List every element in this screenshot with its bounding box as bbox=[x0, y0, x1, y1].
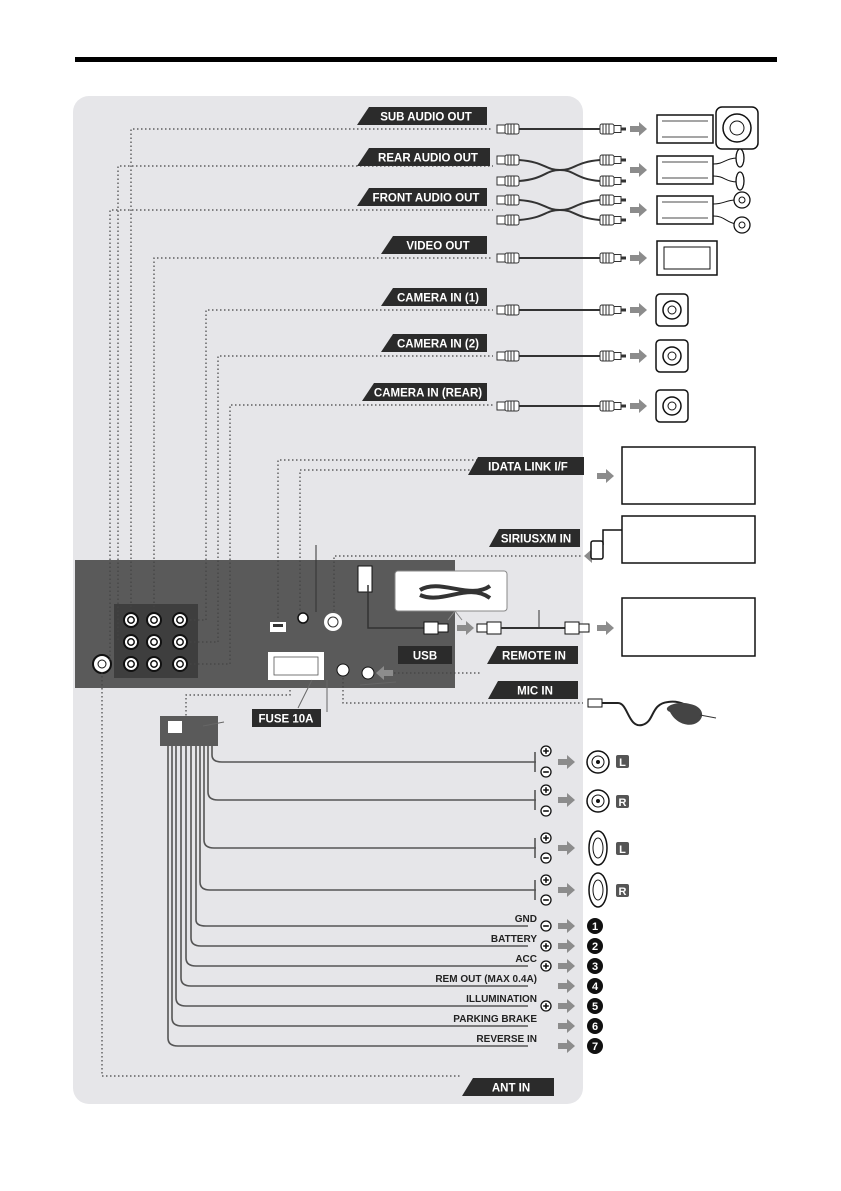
tag-label: IDATA LINK I/F bbox=[488, 462, 568, 474]
camera-icon bbox=[656, 294, 688, 326]
tag-front-audio-out: FRONT AUDIO OUT bbox=[357, 188, 487, 206]
numbered-badges: 1 2 3 4 5 6 7 bbox=[587, 918, 603, 1054]
adapter-box-icon bbox=[622, 516, 755, 563]
tag-ant-in: ANT IN bbox=[462, 1078, 554, 1096]
tag-video-out: VIDEO OUT bbox=[381, 236, 487, 254]
tag-label: CAMERA IN (1) bbox=[397, 293, 479, 305]
channel-badge-rear-r: R bbox=[619, 886, 627, 898]
ground-terminal bbox=[298, 613, 308, 623]
wire-label-gnd: GND bbox=[515, 914, 537, 925]
subwoofer-amp-icon bbox=[657, 107, 758, 149]
channel-badge-front-r: R bbox=[619, 797, 627, 809]
channel-badges: L R L R bbox=[616, 755, 629, 898]
badge-2: 2 bbox=[592, 941, 598, 953]
channel-badge-rear-l: L bbox=[619, 844, 626, 856]
tag-label: USB bbox=[413, 651, 437, 663]
speaker-icon bbox=[587, 751, 609, 907]
tag-siriusxm-in: SIRIUSXM IN bbox=[489, 529, 580, 547]
badge-7: 7 bbox=[592, 1041, 598, 1053]
wire-label-rem-out: REM OUT (MAX 0.4A) bbox=[435, 974, 537, 985]
tag-label: SUB AUDIO OUT bbox=[380, 112, 472, 124]
antenna-jack bbox=[93, 655, 111, 673]
wire-label-reverse-in: REVERSE IN bbox=[476, 1034, 537, 1045]
wire-label-acc: ACC bbox=[515, 954, 537, 965]
amplifier-icon bbox=[657, 149, 744, 190]
mic-jack bbox=[337, 664, 349, 676]
siriusxm-connector bbox=[324, 613, 342, 631]
adapter-box-icon bbox=[622, 598, 755, 656]
tag-rear-audio-out: REAR AUDIO OUT bbox=[357, 148, 490, 166]
tag-sub-audio-out: SUB AUDIO OUT bbox=[357, 107, 487, 125]
amplifier-icon bbox=[657, 192, 750, 233]
usb-port bbox=[358, 566, 372, 592]
tag-label: MIC IN bbox=[517, 686, 553, 698]
channel-badge-front-l: L bbox=[619, 757, 626, 769]
siriusxm-plug-icon bbox=[591, 530, 622, 559]
tag-label: VIDEO OUT bbox=[406, 241, 469, 253]
tag-camera-in-1: CAMERA IN (1) bbox=[381, 288, 487, 306]
tag-remote-in: REMOTE IN bbox=[487, 646, 578, 664]
tag-fuse: FUSE 10A bbox=[252, 709, 321, 727]
tag-label: CAMERA IN (2) bbox=[397, 339, 479, 351]
idata-connector bbox=[270, 622, 286, 632]
tag-camera-in-2: CAMERA IN (2) bbox=[381, 334, 487, 352]
tag-usb: USB bbox=[398, 646, 452, 664]
tag-camera-in-rear: CAMERA IN (REAR) bbox=[362, 383, 487, 401]
badge-1: 1 bbox=[592, 921, 598, 933]
tag-label: REMOTE IN bbox=[502, 651, 566, 663]
tag-idata-link: IDATA LINK I/F bbox=[468, 457, 584, 475]
tag-label: CAMERA IN (REAR) bbox=[374, 388, 482, 400]
adapter-box-icon bbox=[622, 447, 755, 504]
wire-label-battery: BATTERY bbox=[491, 934, 537, 945]
tag-label: FRONT AUDIO OUT bbox=[373, 193, 480, 205]
camera-icon bbox=[656, 390, 688, 422]
tag-mic-in: MIC IN bbox=[488, 681, 578, 699]
remote-jack bbox=[362, 667, 374, 679]
tag-label: REAR AUDIO OUT bbox=[378, 153, 478, 165]
monitor-icon bbox=[657, 241, 717, 275]
badge-3: 3 bbox=[592, 961, 598, 973]
tag-label: ANT IN bbox=[492, 1083, 530, 1095]
camera-icon bbox=[656, 340, 688, 372]
wire-label-parking-brake: PARKING BRAKE bbox=[453, 1014, 537, 1025]
microphone-icon bbox=[588, 699, 716, 725]
badge-4: 4 bbox=[592, 981, 599, 993]
badge-5: 5 bbox=[592, 1001, 598, 1013]
tag-label: SIRIUSXM IN bbox=[501, 534, 571, 546]
badge-6: 6 bbox=[592, 1021, 598, 1033]
power-connector bbox=[268, 652, 324, 680]
header-rule bbox=[75, 57, 777, 62]
wire-label-illumination: ILLUMINATION bbox=[466, 994, 537, 1005]
tag-label: FUSE 10A bbox=[259, 714, 314, 726]
